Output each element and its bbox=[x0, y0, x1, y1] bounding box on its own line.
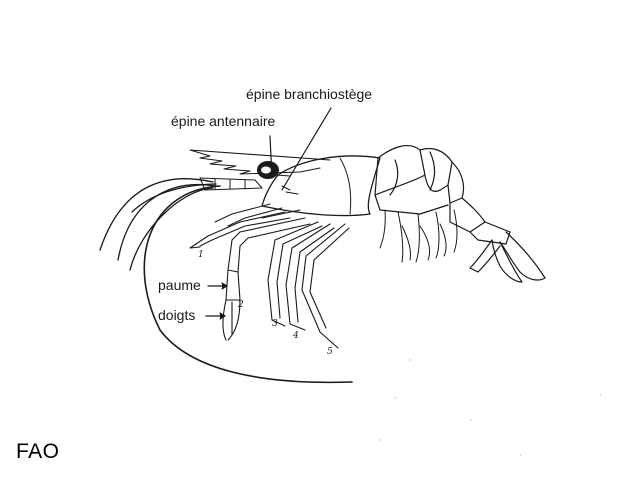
fingers-segment bbox=[222, 299, 241, 341]
abdomen bbox=[374, 144, 511, 245]
telson bbox=[469, 231, 546, 283]
fao-credit: FAO bbox=[16, 440, 60, 463]
leg-2 bbox=[222, 217, 311, 341]
leg-3 bbox=[267, 221, 323, 327]
leg-number-1: 1 bbox=[198, 250, 204, 260]
antennae bbox=[99, 178, 353, 384]
antennal-spine-label: épine antennaire bbox=[171, 113, 276, 129]
antennule bbox=[199, 177, 263, 191]
leg-number-4: 4 bbox=[293, 331, 299, 341]
palm-segment bbox=[225, 269, 241, 301]
palm-label: paume bbox=[158, 277, 201, 293]
leg-5 bbox=[301, 223, 350, 349]
carapace bbox=[261, 155, 381, 217]
leg-number-5: 5 bbox=[327, 347, 333, 357]
pleopods bbox=[379, 209, 458, 263]
leg-number-2: 2 bbox=[238, 300, 244, 310]
rostrum bbox=[189, 149, 331, 175]
scan-specks bbox=[379, 359, 602, 456]
branchiostegal-spine-label: épine branchiostège bbox=[246, 86, 373, 102]
fingers-label: doigts bbox=[158, 307, 196, 323]
antennal-leader bbox=[269, 135, 273, 179]
branchiostegal-leader bbox=[281, 107, 332, 191]
leg-number-3: 3 bbox=[272, 319, 278, 329]
leg-4 bbox=[285, 223, 335, 331]
leader-lines bbox=[205, 107, 332, 320]
mouthparts bbox=[214, 203, 301, 227]
leg-1 bbox=[189, 211, 291, 249]
